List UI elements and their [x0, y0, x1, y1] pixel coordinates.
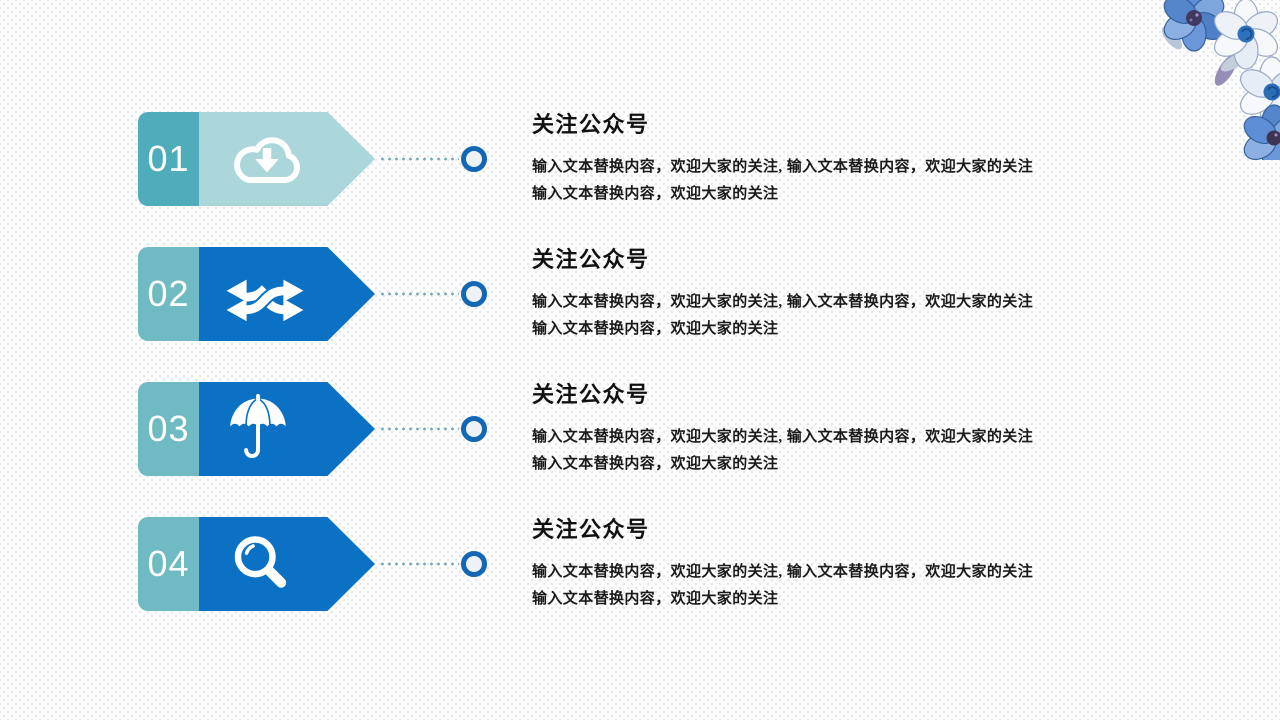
- step-item-01: 01 关注公众号 输入文本替换内容，欢迎大家的关注, 输入文本替换内容，欢迎大家…: [138, 112, 1238, 222]
- dotted-connector-line: [379, 157, 459, 161]
- dotted-connector-line: [379, 562, 459, 566]
- step-arrow-body: [199, 247, 375, 341]
- step-arrow-body: [199, 517, 375, 611]
- step-heading: 关注公众号: [532, 382, 650, 407]
- connector-circle: [461, 146, 487, 172]
- step-description: 输入文本替换内容，欢迎大家的关注, 输入文本替换内容，欢迎大家的关注 输入文本替…: [532, 424, 1172, 478]
- step-number-tab: 03: [138, 382, 204, 476]
- description-line-1: 输入文本替换内容，欢迎大家的关注, 输入文本替换内容，欢迎大家的关注: [532, 564, 1034, 580]
- description-line-1: 输入文本替换内容，欢迎大家的关注, 输入文本替换内容，欢迎大家的关注: [532, 159, 1034, 175]
- step-tag-02: 02: [138, 247, 375, 341]
- step-text-block: 关注公众号 输入文本替换内容，欢迎大家的关注, 输入文本替换内容，欢迎大家的关注…: [532, 517, 1172, 613]
- step-number-tab: 04: [138, 517, 204, 611]
- description-line-2: 输入文本替换内容，欢迎大家的关注: [532, 591, 779, 607]
- step-number-tab: 02: [138, 247, 204, 341]
- step-item-02: 02: [138, 247, 1238, 357]
- dotted-connector-line: [379, 292, 459, 296]
- step-description: 输入文本替换内容，欢迎大家的关注, 输入文本替换内容，欢迎大家的关注 输入文本替…: [532, 559, 1172, 613]
- step-number: 03: [147, 408, 190, 449]
- step-heading: 关注公众号: [532, 517, 650, 542]
- step-heading: 关注公众号: [532, 112, 650, 137]
- step-item-04: 04 关注公众号 输入文本替换内容，欢迎大家的关注, 输入文本替换内容，欢迎大家…: [138, 517, 1238, 627]
- step-text-block: 关注公众号 输入文本替换内容，欢迎大家的关注, 输入文本替换内容，欢迎大家的关注…: [532, 112, 1172, 208]
- step-tag-03: 03: [138, 382, 375, 476]
- step-item-03: 03 关注公众号 输入文本替换内容，欢迎大家的关注, 输入文本替换内容，欢迎大家…: [138, 382, 1238, 492]
- shuffle-arrows-icon: [226, 279, 304, 322]
- description-line-1: 输入文本替换内容，欢迎大家的关注, 输入文本替换内容，欢迎大家的关注: [532, 294, 1034, 310]
- dotted-connector-line: [379, 427, 459, 431]
- step-tag-04: 04: [138, 517, 375, 611]
- step-number-tab: 01: [138, 112, 204, 206]
- step-tag-01: 01: [138, 112, 375, 206]
- step-arrow-body: [199, 112, 375, 206]
- connector-circle: [461, 551, 487, 577]
- description-line-1: 输入文本替换内容，欢迎大家的关注, 输入文本替换内容，欢迎大家的关注: [532, 429, 1034, 445]
- step-number: 02: [147, 273, 190, 314]
- step-number: 01: [147, 138, 190, 179]
- step-description: 输入文本替换内容，欢迎大家的关注, 输入文本替换内容，欢迎大家的关注 输入文本替…: [532, 154, 1172, 208]
- corner-flowers-decoration: [1161, 0, 1280, 160]
- connector-circle: [461, 416, 487, 442]
- step-number: 04: [147, 543, 190, 584]
- description-line-2: 输入文本替换内容，欢迎大家的关注: [532, 456, 779, 472]
- umbrella-icon: [230, 394, 286, 459]
- search-icon: [234, 536, 287, 588]
- step-arrow-body: [199, 382, 375, 476]
- connector-circle: [461, 281, 487, 307]
- cloud-download-icon: [234, 137, 300, 183]
- description-line-2: 输入文本替换内容，欢迎大家的关注: [532, 321, 779, 337]
- step-heading: 关注公众号: [532, 247, 650, 272]
- description-line-2: 输入文本替换内容，欢迎大家的关注: [532, 186, 779, 202]
- step-text-block: 关注公众号 输入文本替换内容，欢迎大家的关注, 输入文本替换内容，欢迎大家的关注…: [532, 247, 1172, 343]
- step-description: 输入文本替换内容，欢迎大家的关注, 输入文本替换内容，欢迎大家的关注 输入文本替…: [532, 289, 1172, 343]
- step-text-block: 关注公众号 输入文本替换内容，欢迎大家的关注, 输入文本替换内容，欢迎大家的关注…: [532, 382, 1172, 478]
